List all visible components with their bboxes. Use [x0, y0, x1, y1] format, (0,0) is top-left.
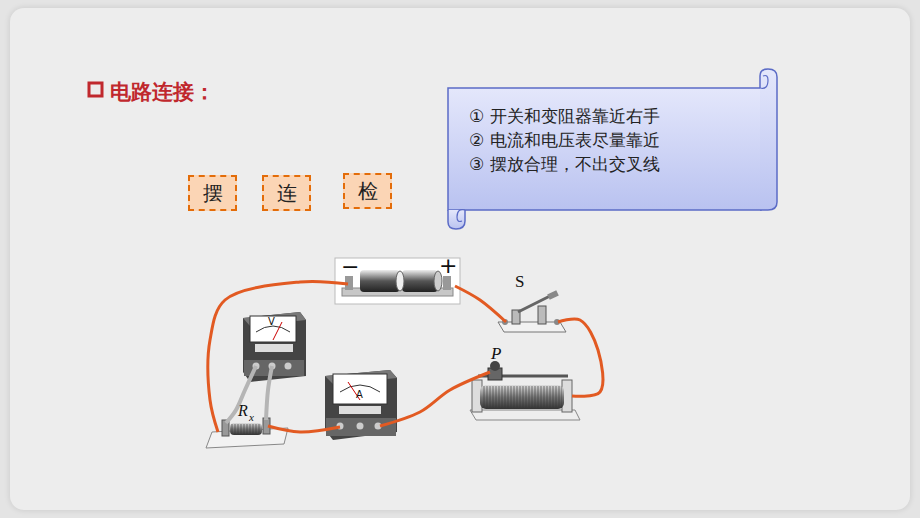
- bullet: [89, 83, 102, 96]
- ammeter: [325, 370, 397, 440]
- step-text: 连: [277, 180, 297, 207]
- rheostat: [470, 361, 580, 420]
- wire: [558, 319, 603, 396]
- wire: [380, 372, 490, 426]
- wire: [266, 366, 272, 420]
- meter-symbol: V: [268, 317, 275, 327]
- note-line: ② 电流和电压表尽量靠近: [469, 128, 748, 152]
- step-box: 摆: [188, 175, 237, 211]
- heading: 电路连接：: [110, 78, 215, 106]
- step-box: 连: [262, 175, 311, 211]
- terminal-sign: −: [341, 256, 359, 278]
- step-text: 检: [358, 178, 378, 205]
- wire: [208, 282, 348, 432]
- step-text: 摆: [203, 180, 223, 207]
- scroll-note: ① 开关和变阻器靠近右手② 电流和电压表尽量靠近③ 摆放合理，不出交叉线: [447, 68, 778, 230]
- note-line: ① 开关和变阻器靠近右手: [469, 104, 748, 128]
- note-line: ③ 摆放合理，不出交叉线: [469, 152, 748, 176]
- switch-label: S: [515, 273, 524, 290]
- meter-symbol: A: [356, 390, 363, 400]
- wire: [268, 426, 340, 432]
- terminal-sign: +: [439, 255, 457, 277]
- wire: [226, 366, 256, 423]
- wire: [455, 286, 506, 322]
- resistor: [206, 418, 288, 448]
- step-box: 检: [343, 173, 392, 209]
- resistor-subscript: x: [249, 412, 254, 423]
- resistor-label: R: [238, 403, 248, 419]
- slider-label: P: [491, 345, 501, 362]
- switch: [498, 290, 566, 332]
